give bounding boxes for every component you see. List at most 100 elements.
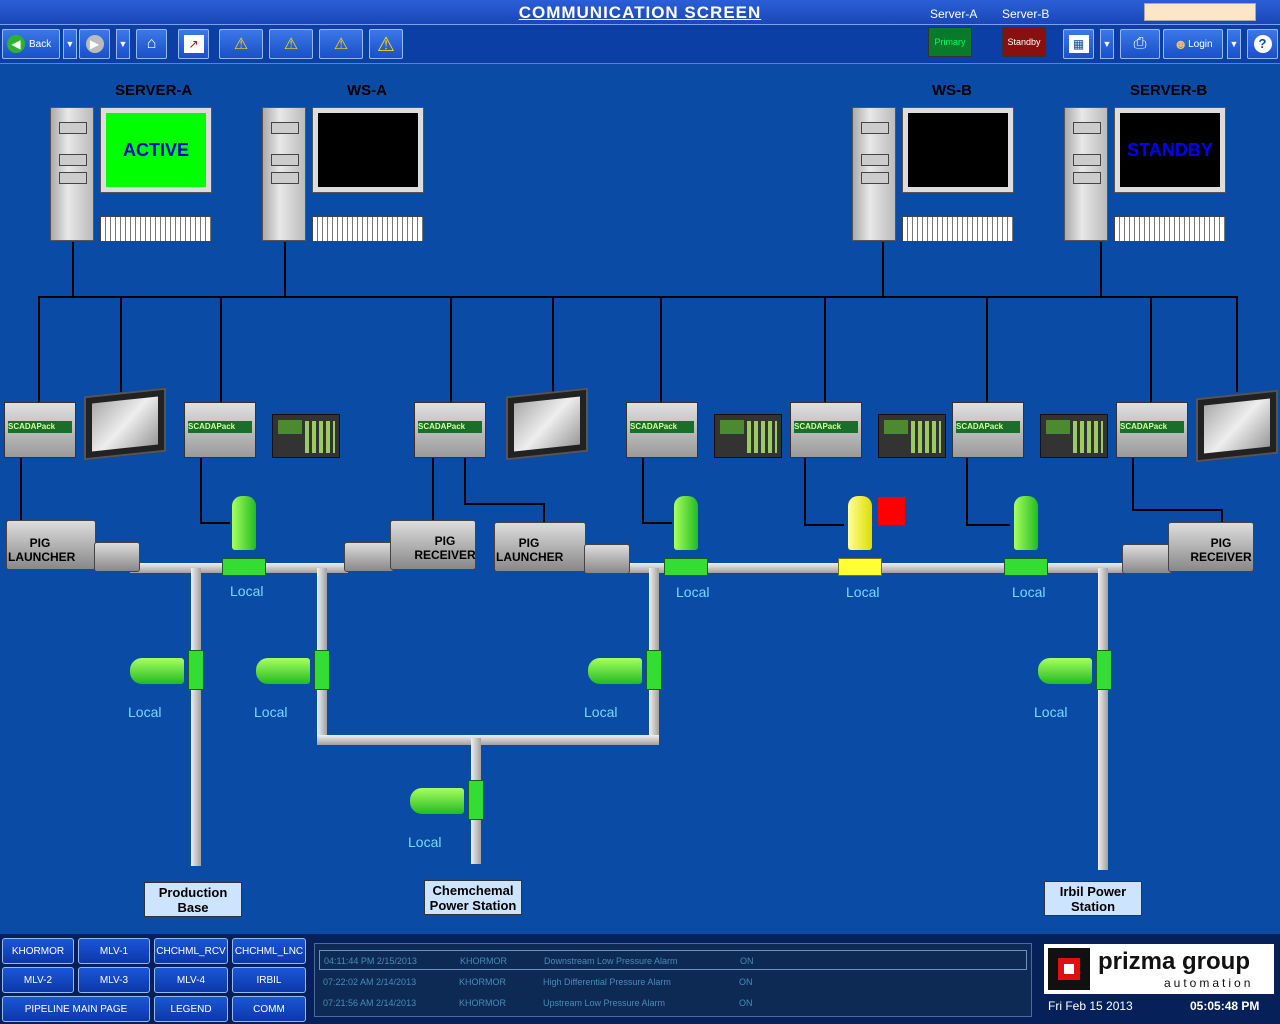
valve-body[interactable] — [1096, 650, 1112, 690]
valve-actuator-icon[interactable] — [232, 496, 256, 550]
login-button[interactable]: ☻ Login — [1163, 29, 1223, 59]
pig-launcher[interactable] — [6, 520, 96, 570]
alarm-button[interactable]: ⚠ — [369, 29, 403, 59]
valve-actuator-icon[interactable] — [1014, 496, 1038, 550]
alarm-banner[interactable]: 04:11:44 PM 2/15/2013 KHORMOR Downstream… — [314, 943, 1032, 1017]
valve-body[interactable] — [646, 650, 662, 690]
signal-line — [200, 458, 202, 524]
home-button[interactable]: ⌂ — [136, 29, 167, 59]
signal-line — [464, 503, 544, 505]
scadapack-plc[interactable]: SCADAPack — [4, 402, 76, 458]
nav-mlv-2[interactable]: MLV-2 — [2, 967, 74, 993]
scadapack-plc[interactable]: SCADAPack — [414, 402, 486, 458]
standby-button[interactable]: Standby — [1002, 27, 1046, 57]
valve-body[interactable] — [314, 650, 330, 690]
alarm-row[interactable]: 04:11:44 PM 2/15/2013 KHORMOR Downstream… — [319, 950, 1027, 970]
ws-b-tower[interactable] — [852, 107, 896, 241]
back-button[interactable]: ◀ Back — [2, 29, 60, 59]
scadapack-plc[interactable]: SCADAPack — [626, 402, 698, 458]
network-drop-line — [882, 242, 884, 297]
alarm-acknowledge-button[interactable]: ⚠ — [269, 29, 313, 59]
valve-body[interactable] — [468, 780, 484, 820]
server-b-monitor[interactable]: STANDBY — [1114, 107, 1226, 193]
valve-body[interactable] — [188, 650, 204, 690]
network-drop-line — [1236, 296, 1238, 392]
valve-actuator-icon[interactable] — [1038, 658, 1092, 684]
valve-body[interactable] — [1004, 558, 1048, 576]
hmi-touch-panel[interactable] — [1196, 389, 1278, 463]
pig-launcher[interactable] — [494, 522, 586, 572]
valve-body[interactable] — [222, 558, 266, 576]
nav-mlv-4[interactable]: MLV-4 — [154, 967, 228, 993]
valve-actuator-icon[interactable] — [588, 658, 642, 684]
valve-actuator-icon[interactable] — [674, 496, 698, 550]
network-drop-line — [986, 296, 988, 402]
nav-khormor[interactable]: KHORMOR — [2, 938, 74, 964]
branch-pipe — [191, 568, 201, 866]
pig-receiver[interactable] — [1168, 522, 1254, 572]
hmi-touch-panel[interactable] — [84, 387, 166, 461]
ws-b-monitor[interactable] — [902, 107, 1014, 193]
valve-mode-label: Local — [584, 704, 618, 720]
home-icon: ⌂ — [146, 35, 157, 52]
login-dropdown-button[interactable]: ▼ — [1227, 29, 1241, 59]
valve-actuator-warning-icon[interactable] — [848, 496, 872, 550]
valve-actuator-icon[interactable] — [130, 658, 184, 684]
signal-line — [966, 458, 968, 526]
nav-chchml-rcv[interactable]: CHCHML_RCV — [154, 938, 228, 964]
trend-button[interactable]: ↗ — [178, 29, 209, 59]
server-a-monitor[interactable]: ACTIVE — [100, 107, 212, 193]
primary-button[interactable]: Primary — [928, 27, 972, 57]
operator-keypad[interactable] — [714, 414, 782, 458]
server-a-tower[interactable] — [50, 107, 94, 241]
print-button[interactable]: ⎙ — [1120, 29, 1160, 59]
nav-comm[interactable]: COMM — [232, 996, 306, 1022]
alarm-log-button[interactable]: ⚠ — [319, 29, 363, 59]
operator-keypad[interactable] — [878, 414, 946, 458]
report-button[interactable]: ▦ — [1063, 29, 1094, 59]
valve-body-warning[interactable] — [838, 558, 882, 576]
alarm-row[interactable]: 07:21:56 AM 2/14/2013 KHORMOR Upstream L… — [323, 998, 753, 1008]
scadapack-plc[interactable]: SCADAPack — [184, 402, 256, 458]
ws-a-tower[interactable] — [262, 107, 306, 241]
nav-chchml-lnc[interactable]: CHCHML_LNC — [232, 938, 306, 964]
pig-receiver[interactable] — [390, 520, 476, 570]
title-bar — [0, 0, 1280, 25]
valve-actuator-icon[interactable] — [410, 788, 464, 814]
valve-mode-label: Local — [1034, 704, 1068, 720]
signal-line — [642, 522, 672, 524]
valve-mode-label: Local — [128, 704, 162, 720]
operator-keypad[interactable] — [272, 414, 340, 458]
forward-dropdown-button[interactable]: ▼ — [116, 29, 130, 59]
valve-actuator-icon[interactable] — [256, 658, 310, 684]
nav-pipeline-main-page[interactable]: PIPELINE MAIN PAGE — [2, 996, 150, 1022]
scadapack-plc[interactable]: SCADAPack — [1116, 402, 1188, 458]
title-server-a: Server-A — [930, 7, 978, 21]
report-dropdown-button[interactable]: ▼ — [1100, 29, 1114, 59]
pig-receiver-barrel — [1122, 544, 1172, 574]
alarm-row[interactable]: 07:22:02 AM 2/14/2013 KHORMOR High Diffe… — [323, 977, 753, 987]
nav-mlv-1[interactable]: MLV-1 — [78, 938, 150, 964]
back-dropdown-button[interactable]: ▼ — [63, 29, 77, 59]
hmi-touch-panel[interactable] — [506, 387, 588, 461]
scadapack-plc[interactable]: SCADAPack — [790, 402, 862, 458]
nav-irbil[interactable]: IRBIL — [232, 967, 306, 993]
operator-keypad[interactable] — [1040, 414, 1108, 458]
title-input-box[interactable] — [1144, 3, 1256, 21]
nav-mlv-3[interactable]: MLV-3 — [78, 967, 150, 993]
alarm-summary-button[interactable]: ⚠ — [219, 29, 263, 59]
ws-b-keyboard — [902, 216, 1014, 242]
scadapack-plc[interactable]: SCADAPack — [952, 402, 1024, 458]
ws-a-monitor[interactable] — [312, 107, 424, 193]
valve-mode-label: Local — [846, 584, 880, 600]
alarm-indicator[interactable] — [878, 497, 905, 525]
nav-legend[interactable]: LEGEND — [154, 996, 228, 1022]
help-button[interactable]: ? — [1247, 29, 1278, 59]
forward-button[interactable]: ▶ — [79, 29, 110, 59]
server-b-tower[interactable] — [1064, 107, 1108, 241]
valve-body[interactable] — [664, 558, 708, 576]
